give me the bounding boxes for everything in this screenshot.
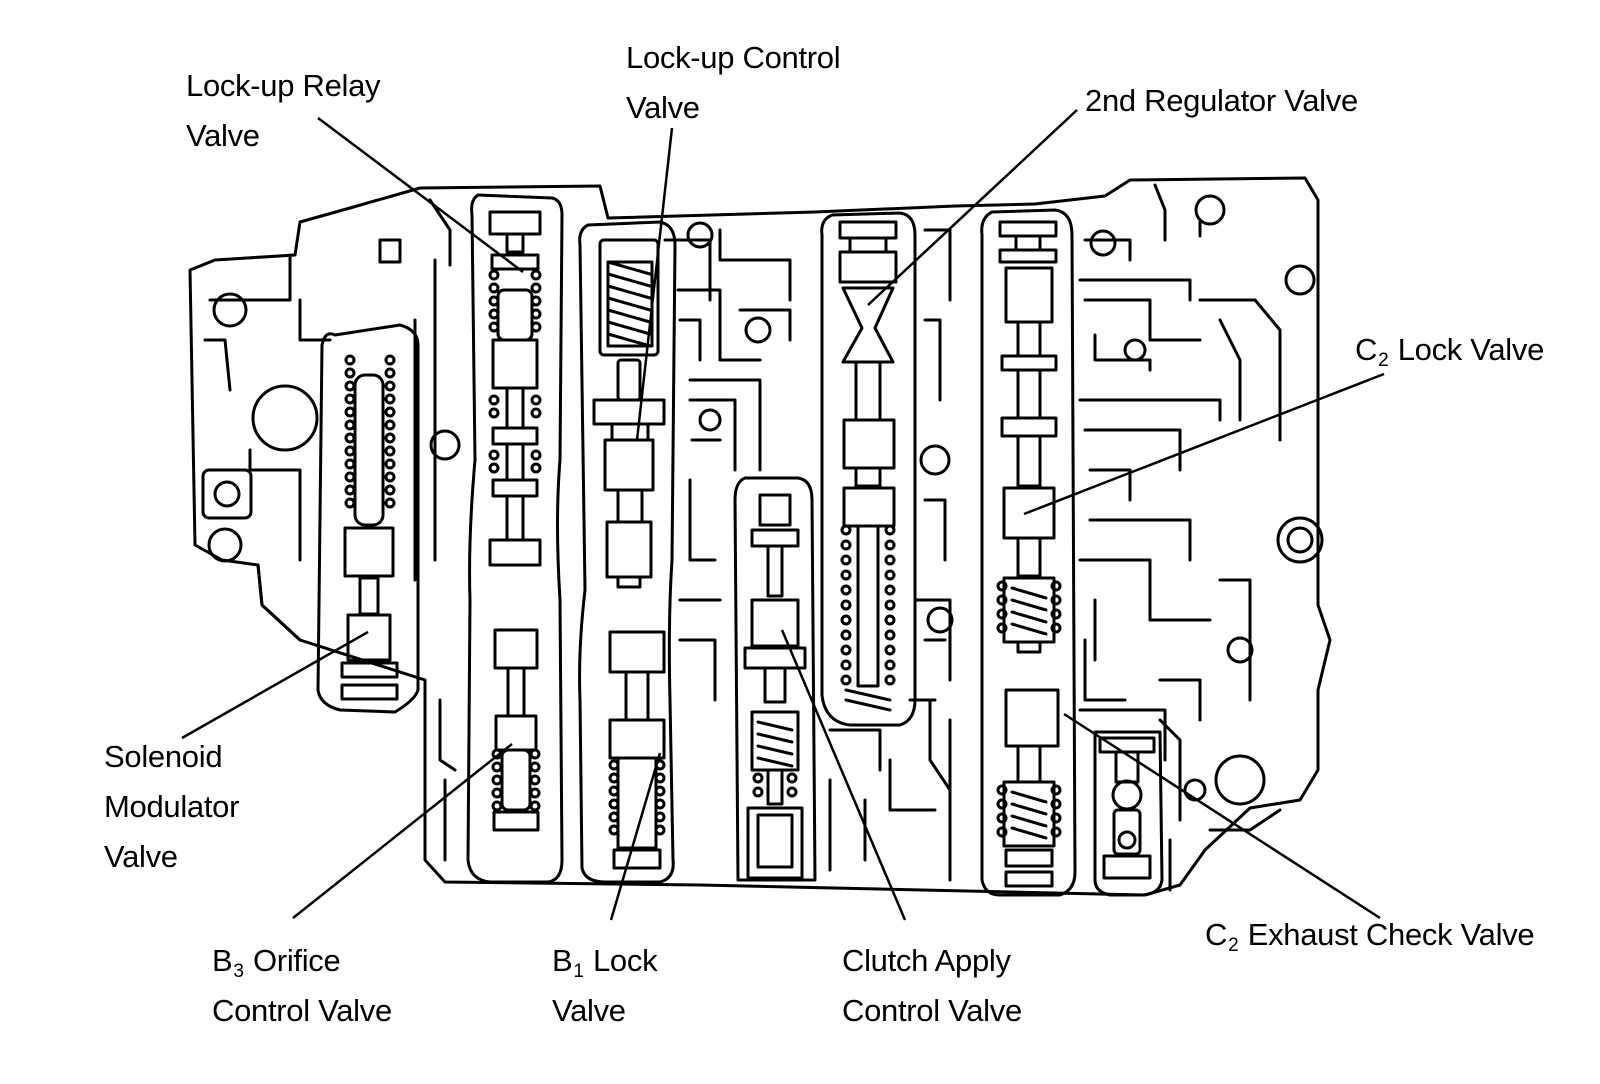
label-line: Modulator [104,789,240,824]
label-line: Solenoid [104,739,223,774]
label-subscript: 2 [1228,935,1239,956]
second-regulator-spring [840,524,896,686]
solenoid-modulator-bore [316,323,420,714]
label-b3-orifice-control-valve: B3 Orifice Control Valve [212,936,392,1036]
label-rest: Orifice [244,943,341,978]
label-prefix: B [552,943,573,978]
label-line: Valve [552,993,626,1028]
label-b1-lock-valve: B1 Lock Valve [552,936,658,1036]
lockup-relay-bore [466,193,564,884]
label-prefix: C [1205,917,1228,952]
label-prefix: C [1355,332,1378,367]
c2-lock-bore [980,208,1077,897]
label-subscript: 3 [233,961,244,982]
label-line: Valve [626,90,700,125]
leader-solenoid-modulator [181,630,369,740]
leader-clutch-apply [780,629,907,921]
leader-b3-orifice [292,743,513,919]
leader-c2-exhaust [1063,712,1381,920]
label-rest: Lock [584,943,658,978]
label-rest: Lock Valve [1389,332,1545,367]
label-line: Valve [104,839,178,874]
leader-lockup-control [635,127,674,441]
c2-lock-spring [996,580,1062,838]
label-solenoid-modulator-valve: Solenoid Modulator Valve [104,732,239,882]
leader-lockup-relay [317,117,524,273]
label-line: Valve [186,118,260,153]
label-line: Lock-up Relay [186,68,381,103]
lockup-control-bore [578,220,677,884]
lockup-relay-spring [488,269,542,474]
clutch-apply-bore [733,476,817,882]
leader-second-regulator [867,109,1078,306]
label-second-regulator-valve: 2nd Regulator Valve [1085,76,1358,126]
label-lockup-control-valve: Lock-up Control Valve [626,33,841,133]
label-line: 2nd Regulator Valve [1085,83,1358,118]
label-c2-exhaust-check-valve: C2 Exhaust Check Valve [1205,910,1535,960]
label-line: Control Valve [842,993,1022,1028]
label-clutch-apply-control-valve: Clutch Apply Control Valve [842,936,1022,1036]
label-prefix: B [212,943,233,978]
second-regulator-bore [820,211,917,727]
label-line: Clutch Apply [842,943,1011,978]
label-c2-lock-valve: C2 Lock Valve [1355,325,1544,375]
label-lockup-relay-valve: Lock-up Relay Valve [186,61,381,161]
leader-c2-lock [1023,372,1385,516]
label-subscript: 1 [573,961,584,982]
clutch-apply-spring [752,772,798,798]
label-line: Lock-up Control [626,40,841,75]
c2-exhaust-check-valve-body [1093,730,1164,897]
leader-b1-lock [609,752,662,921]
solenoid-modulator-spring [344,354,396,509]
label-subscript: 2 [1378,350,1389,371]
leader-lines [181,109,1385,921]
label-rest: Exhaust Check Valve [1239,917,1535,952]
valve-body-outline [188,176,1332,897]
label-line: Control Valve [212,993,392,1028]
b3-orifice-spring [491,748,541,812]
